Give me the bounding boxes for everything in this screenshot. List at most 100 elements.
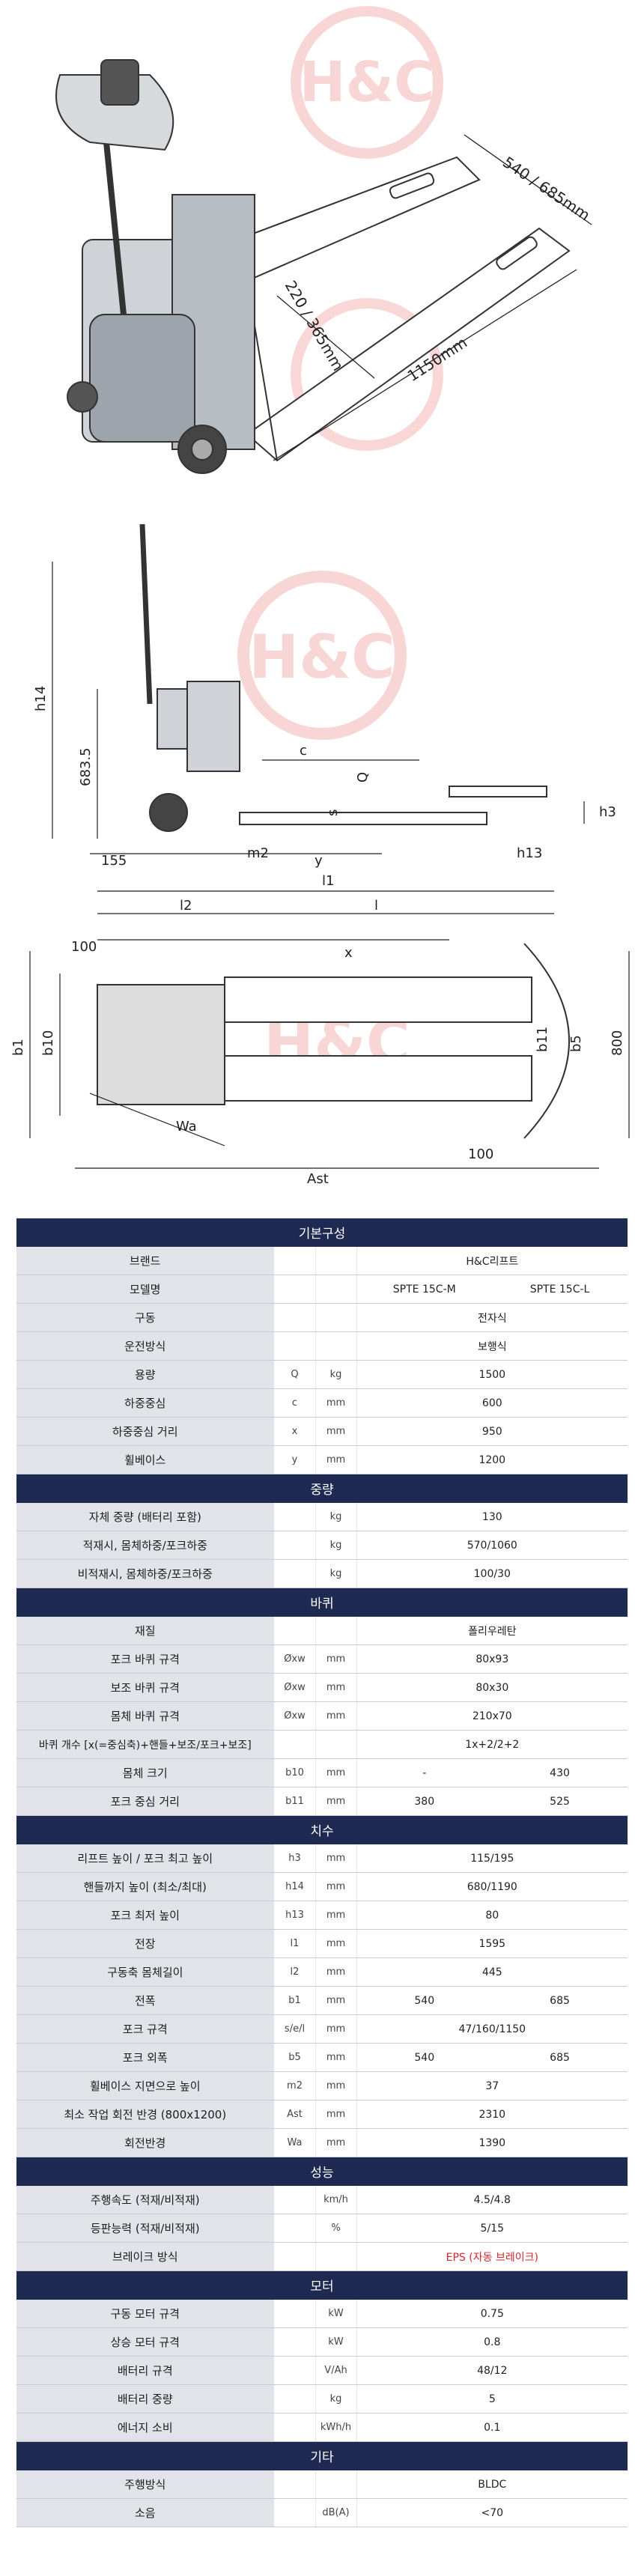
spec-value: 80 bbox=[356, 1901, 628, 1930]
spec-label: 에너지 소비 bbox=[16, 2413, 275, 2442]
spec-label: 주행속도 (적재/비적재) bbox=[16, 2185, 275, 2214]
spec-unit: mm bbox=[315, 1417, 357, 1446]
spec-symbol: Øxw bbox=[274, 1701, 316, 1731]
spec-label: 포크 외폭 bbox=[16, 2043, 275, 2072]
spec-value: 48/12 bbox=[356, 2356, 628, 2385]
spec-value-l: 525 bbox=[492, 1787, 628, 1816]
dim-h13: h13 bbox=[517, 845, 542, 861]
plan-dimension-lines bbox=[29, 890, 630, 1169]
dim-ast: Ast bbox=[307, 1171, 329, 1187]
spec-value-l: SPTE 15C-L bbox=[492, 1275, 628, 1304]
spec-unit: kg bbox=[315, 1559, 357, 1588]
spec-value: 1200 bbox=[356, 1445, 628, 1474]
side-view-drawing: H&C h14 683.5 c Q s h3 155 m2 y h13 bbox=[0, 517, 644, 869]
section-title: 성능 bbox=[16, 2157, 628, 2186]
spec-unit: mm bbox=[315, 1787, 357, 1816]
spec-label: 비적재시, 몸체하중/포크하중 bbox=[16, 1559, 275, 1588]
spec-value: 0.1 bbox=[356, 2413, 628, 2442]
spec-symbol: m2 bbox=[274, 2071, 316, 2100]
dim-width-label: 540 / 685mm bbox=[499, 153, 593, 224]
spec-symbol: Wa bbox=[274, 2128, 316, 2157]
spec-value-m: 540 bbox=[356, 1986, 492, 2015]
spec-value: 80x30 bbox=[356, 1673, 628, 1702]
truck-body bbox=[67, 194, 255, 474]
spec-label: 휠베이스 bbox=[16, 1445, 275, 1474]
spec-label: 주행방식 bbox=[16, 2470, 275, 2499]
spec-label: 보조 바퀴 규격 bbox=[16, 1673, 275, 1702]
spec-label: 자체 중량 (배터리 포함) bbox=[16, 1502, 275, 1531]
dim-l1: l1 bbox=[322, 873, 334, 889]
section-title: 기타 bbox=[16, 2441, 628, 2470]
spec-unit: % bbox=[315, 2214, 357, 2243]
section-row-weight: 중량 bbox=[16, 1474, 628, 1503]
dim-s: s bbox=[325, 809, 341, 816]
dim-b1: b1 bbox=[10, 1039, 26, 1056]
spec-label: 등판능력 (적재/비적재) bbox=[16, 2214, 275, 2243]
dim-100-bottom: 100 bbox=[468, 1146, 493, 1162]
spec-unit: mm bbox=[315, 2100, 357, 2129]
spec-value: <70 bbox=[356, 2498, 628, 2527]
spec-value: 47/160/1150 bbox=[356, 2014, 628, 2044]
section-title: 기본구성 bbox=[16, 1218, 628, 1247]
dim-683-5: 683.5 bbox=[78, 747, 94, 786]
spec-unit: kg bbox=[315, 2384, 357, 2414]
spec-value: 680/1190 bbox=[356, 1872, 628, 1901]
spec-label: 포크 중심 거리 bbox=[16, 1787, 275, 1816]
spec-value: 1390 bbox=[356, 2128, 628, 2157]
spec-unit: mm bbox=[315, 1701, 357, 1731]
dim-y: y bbox=[315, 853, 323, 869]
spec-symbol: c bbox=[274, 1388, 316, 1418]
dim-l: l bbox=[374, 898, 378, 914]
section-title: 모터 bbox=[16, 2270, 628, 2300]
watermark-logo-top: H&C bbox=[291, 6, 443, 451]
spec-value: 115/195 bbox=[356, 1844, 628, 1873]
spec-symbol: Øxw bbox=[274, 1644, 316, 1674]
section-row-motor: 모터 bbox=[16, 2270, 628, 2300]
spec-unit: mm bbox=[315, 1844, 357, 1873]
dim-l2: l2 bbox=[180, 898, 192, 914]
tiller-handle bbox=[55, 59, 174, 315]
spec-value-m: 380 bbox=[356, 1787, 492, 1816]
spec-unit: mm bbox=[315, 1758, 357, 1787]
spec-label: 회전반경 bbox=[16, 2128, 275, 2157]
spec-label: 핸들까지 높이 (최소/최대) bbox=[16, 1872, 275, 1901]
spec-symbol: l1 bbox=[274, 1929, 316, 1958]
spec-value: 폴리우레탄 bbox=[356, 1616, 628, 1645]
spec-symbol: Q bbox=[274, 1360, 316, 1389]
spec-symbol: Ast bbox=[274, 2100, 316, 2129]
spec-value: H&C리프트 bbox=[356, 1246, 628, 1275]
watermark-text: H&C bbox=[300, 50, 435, 115]
spec-symbol: b1 bbox=[274, 1986, 316, 2015]
spec-unit: kg bbox=[315, 1502, 357, 1531]
spec-unit: kW bbox=[315, 2299, 357, 2328]
spec-symbol: b10 bbox=[274, 1758, 316, 1787]
section-title: 치수 bbox=[16, 1815, 628, 1844]
spec-value: 80x93 bbox=[356, 1644, 628, 1674]
spec-label: 용량 bbox=[16, 1360, 275, 1389]
spec-value: 4.5/4.8 bbox=[356, 2185, 628, 2214]
spec-label: 바퀴 개수 [x(=중심축)+핸들+보조/포크+보조] bbox=[16, 1730, 275, 1759]
spec-label: 포크 규격 bbox=[16, 2014, 275, 2044]
dim-wa: Wa bbox=[176, 1119, 197, 1134]
spec-label: 최소 작업 회전 반경 (800x1200) bbox=[16, 2100, 275, 2129]
section-row-wheel: 바퀴 bbox=[16, 1588, 628, 1617]
spec-symbol: l2 bbox=[274, 1957, 316, 1987]
spec-value: 전자식 bbox=[356, 1303, 628, 1332]
spec-unit: mm bbox=[315, 1929, 357, 1958]
